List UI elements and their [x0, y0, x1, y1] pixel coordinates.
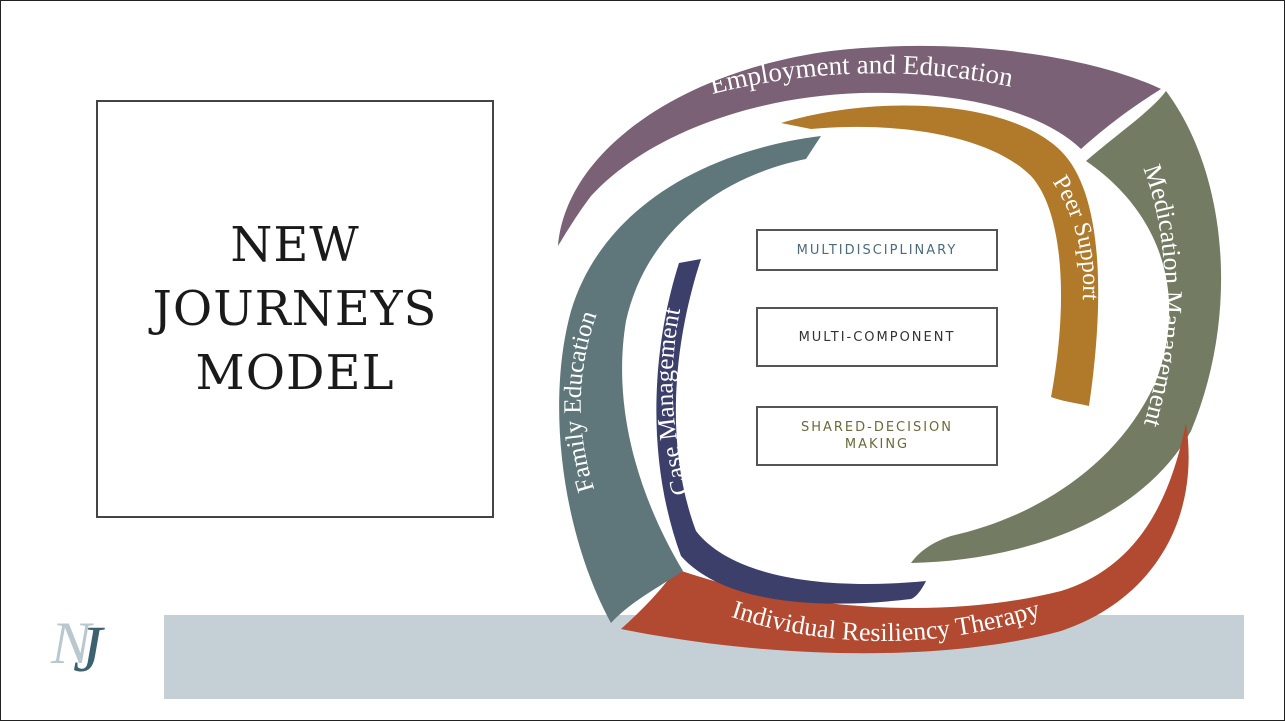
arc-medication [911, 91, 1222, 563]
box-shared-decision-label: SHARED-DECISION MAKING [800, 420, 954, 452]
title-line-3: MODEL [195, 345, 395, 401]
nj-logo: N J [50, 610, 105, 686]
arc-employment [558, 45, 1161, 246]
logo-n-glyph: N [50, 610, 94, 676]
arc-case-management [656, 259, 926, 604]
title-line-1: NEW [230, 217, 360, 273]
title-box: NEW JOURNEYS MODEL [96, 100, 494, 518]
box-multi-component-label: MULTI-COMPONENT [798, 329, 956, 345]
arc-family-education [559, 136, 821, 623]
box-shared-decision: SHARED-DECISION MAKING [756, 406, 998, 466]
logo-j-glyph: J [73, 613, 105, 686]
box-multidisciplinary: MULTIDISCIPLINARY [756, 229, 998, 271]
arc-peer-support [781, 105, 1099, 406]
title-line-2: JOURNEYS [152, 281, 438, 337]
box-multi-component: MULTI-COMPONENT [756, 307, 998, 367]
box-multidisciplinary-label: MULTIDISCIPLINARY [796, 242, 958, 258]
arc-label-case-management: Case Management [652, 305, 695, 498]
